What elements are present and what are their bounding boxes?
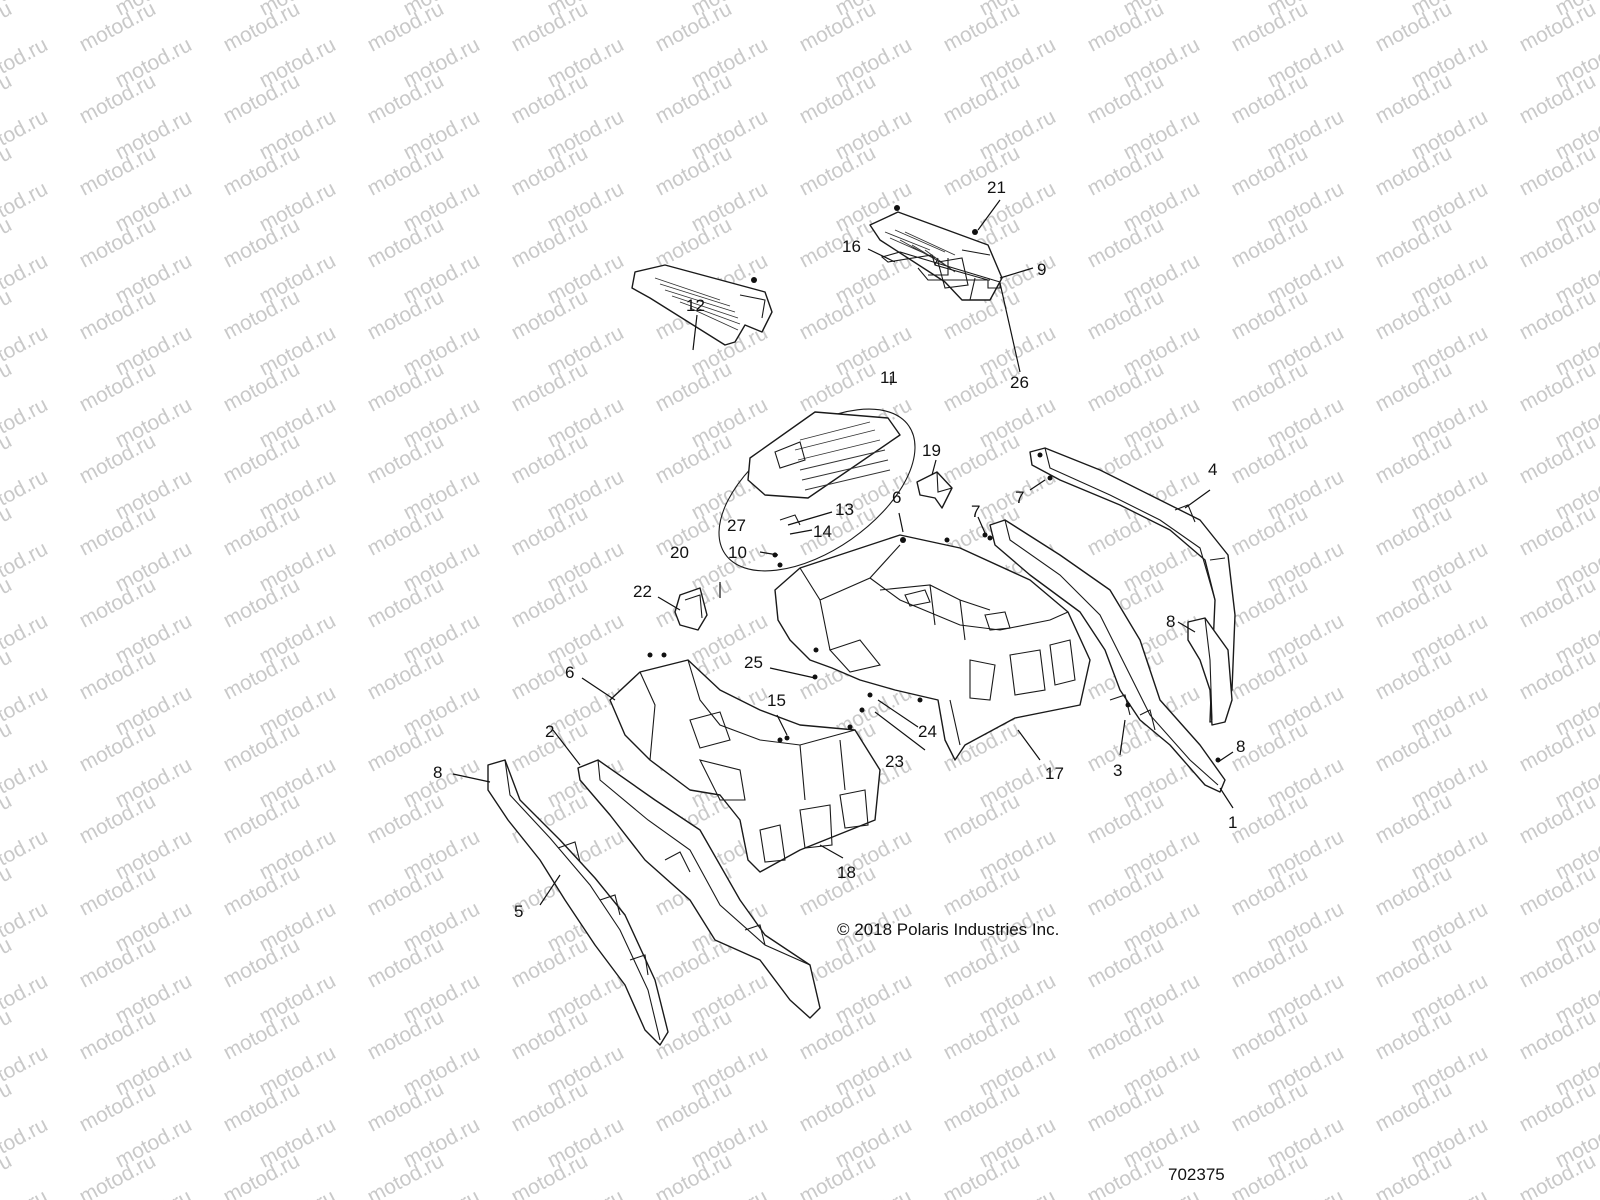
callout-24: 24 bbox=[918, 722, 937, 741]
part-20-bracket bbox=[674, 587, 708, 631]
callout-5: 5 bbox=[514, 902, 523, 921]
callout-15: 15 bbox=[767, 691, 786, 710]
callout-2: 2 bbox=[545, 722, 554, 741]
part-16-seal bbox=[880, 251, 1001, 289]
callout-19: 19 bbox=[922, 441, 941, 460]
callout-18: 18 bbox=[837, 863, 856, 882]
callout-17: 17 bbox=[1045, 764, 1064, 783]
callout-8-left: 8 bbox=[433, 763, 442, 782]
callout-23: 23 bbox=[885, 752, 904, 771]
part-11-tray bbox=[718, 408, 916, 572]
callout-27: 27 bbox=[727, 516, 746, 535]
callout-8-right-lower: 8 bbox=[1236, 737, 1245, 756]
callout-6-rear: 6 bbox=[892, 488, 901, 507]
drawing-number: 702375 bbox=[1168, 1165, 1225, 1184]
callout-6-front: 6 bbox=[565, 663, 574, 682]
callout-14: 14 bbox=[813, 522, 832, 541]
part-12-panel bbox=[631, 264, 773, 346]
callout-7-right: 7 bbox=[1015, 488, 1024, 507]
part-17-tub bbox=[774, 534, 1091, 761]
callout-8-right-upper: 8 bbox=[1166, 612, 1175, 631]
callout-3: 3 bbox=[1113, 761, 1122, 780]
callout-9: 9 bbox=[1037, 260, 1046, 279]
callout-1: 1 bbox=[1228, 813, 1237, 832]
watermark-text: motod.ru bbox=[0, 1185, 52, 1200]
callout-25: 25 bbox=[744, 653, 763, 672]
callout-10: 10 bbox=[728, 543, 747, 562]
callout-22: 22 bbox=[633, 582, 652, 601]
part-3-side-panel bbox=[989, 519, 1226, 793]
copyright-text: © 2018 Polaris Industries Inc. bbox=[837, 920, 1059, 939]
callout-11: 11 bbox=[880, 368, 898, 387]
callout-12: 12 bbox=[686, 296, 705, 315]
callout-21: 21 bbox=[987, 178, 1006, 197]
callout-labels: 1 2 3 4 5 6 6 7 7 8 8 8 9 10 11 12 13 14… bbox=[433, 178, 1245, 921]
part-8-fender-right bbox=[1187, 617, 1233, 726]
watermark-text: motod.ru bbox=[0, 1149, 16, 1200]
callout-20: 20 bbox=[670, 543, 689, 562]
callout-7-center: 7 bbox=[971, 502, 980, 521]
callout-16: 16 bbox=[842, 237, 861, 256]
part-2-side-panel bbox=[577, 759, 821, 1019]
part-18-tub bbox=[609, 659, 881, 873]
part-5-panel bbox=[487, 759, 669, 1046]
callout-26: 26 bbox=[1010, 373, 1029, 392]
callout-4: 4 bbox=[1208, 460, 1217, 479]
leader-lines bbox=[452, 199, 1234, 906]
part-9-panel bbox=[869, 211, 1003, 301]
part-19-bracket bbox=[916, 471, 953, 509]
callout-13: 13 bbox=[835, 500, 854, 519]
